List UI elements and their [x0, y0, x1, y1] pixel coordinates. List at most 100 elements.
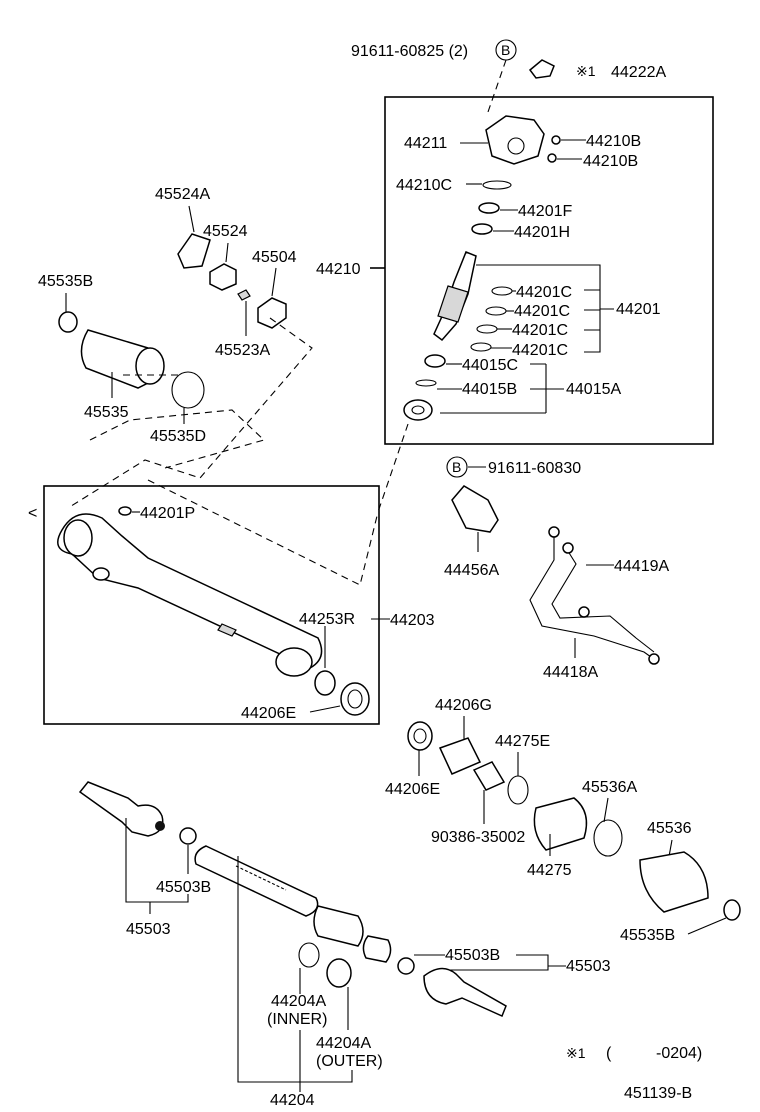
dash-left-assembly-lines [67, 317, 313, 509]
part-tie-rod-end-right [423, 967, 507, 1018]
label-44203: 44203 [390, 612, 435, 629]
leader-45536a [603, 797, 609, 823]
label-91611-60830: 91611-60830 [488, 460, 581, 477]
label-44206e-left: 44206E [241, 705, 296, 722]
label-44456a: 44456A [444, 562, 499, 579]
label-b-marker-right: B [452, 459, 461, 475]
leader-45504 [271, 267, 277, 297]
label-45535b-left: 45535B [38, 273, 93, 290]
label-44419a: 44419A [614, 558, 669, 575]
label-44210: 44210 [316, 261, 361, 278]
part-valve-housing [485, 115, 545, 165]
leader-45524a [188, 205, 195, 233]
part-seal-h [471, 223, 493, 235]
label-45503b-left: 45503B [156, 879, 211, 896]
part-plug-1 [551, 135, 561, 145]
part-tube-fitting-4 [648, 653, 660, 665]
label-44275: 44275 [527, 862, 572, 879]
label-44201p: 44201P [140, 505, 195, 522]
part-seal-c [424, 354, 446, 368]
part-ring-1 [491, 286, 513, 296]
part-rack-bar [194, 845, 319, 917]
part-tie-rod-end-left [78, 781, 164, 837]
label-44206g: 44206G [435, 697, 492, 714]
label-44201c-2: 44201C [514, 303, 570, 320]
label-44204a-outer: 44204A [316, 1035, 371, 1052]
part-seal-f [478, 202, 500, 214]
label-44201c-4: 44201C [512, 342, 568, 359]
label-footer-date-open: ( [606, 1045, 612, 1062]
part-rack-housing-port [92, 567, 110, 581]
part-bushing [340, 682, 370, 716]
part-tube-b [551, 547, 655, 653]
part-rack-teeth [235, 865, 287, 891]
part-rack-housing [57, 513, 323, 669]
part-seal-kit [403, 399, 433, 421]
part-valve-body [437, 285, 469, 323]
part-clamp-left [58, 311, 78, 333]
part-ball-joint [362, 935, 392, 963]
part-bracket [451, 485, 499, 533]
part-tie-rod-end-left-ball [155, 821, 165, 831]
part-clip-left [171, 371, 205, 409]
part-washer-left [179, 827, 197, 845]
label-44015c: 44015C [462, 357, 518, 374]
label-44204a-inner: 44204A [271, 993, 326, 1010]
part-bearing [472, 761, 506, 791]
label-45535b-right: 45535B [620, 927, 675, 944]
part-bushing-e-right [407, 721, 433, 751]
label-44253r: 44253R [299, 611, 355, 628]
label-45535d: 45535D [150, 428, 206, 445]
part-cap [257, 297, 287, 329]
label-45524a: 45524A [155, 186, 210, 203]
label-44201h: 44201H [514, 224, 570, 241]
part-plate [177, 233, 211, 269]
label-45503-right: 45503 [566, 958, 611, 975]
part-rack-housing-left-mouth [63, 519, 93, 557]
part-cap-44222a [528, 59, 555, 79]
part-adjuster [209, 263, 237, 291]
part-tube-fitting-1 [548, 526, 560, 538]
label-44201f: 44201F [518, 203, 572, 220]
part-bushing-g [438, 737, 482, 775]
label-44418a: 44418A [543, 664, 598, 681]
label-44204: 44204 [270, 1092, 315, 1109]
label-44201: 44201 [616, 301, 661, 318]
bracket-45503-left [125, 818, 189, 914]
bracket-44201 [476, 264, 614, 353]
part-inner-tube [313, 905, 364, 947]
leader-45524 [225, 242, 229, 263]
part-seal-r [314, 670, 336, 696]
label-44210b-2: 44210B [583, 153, 638, 170]
leader-45535b-right [687, 917, 727, 935]
part-tube-a [529, 532, 659, 663]
part-washer-right [397, 957, 415, 975]
label-note-mark-top: ※1 [576, 63, 596, 79]
part-ring-2 [485, 306, 507, 316]
bracket-44204 [237, 856, 353, 1092]
part-outer-seal [326, 958, 352, 988]
label-outer-note: (OUTER) [316, 1053, 383, 1070]
label-45535: 45535 [84, 404, 129, 421]
label-footer-date-range: -0204) [656, 1045, 702, 1062]
label-44210c: 44210C [396, 177, 452, 194]
label-44206e-right: 44206E [385, 781, 440, 798]
part-bushing-inner [347, 689, 363, 709]
bracket-44015a [440, 363, 564, 414]
part-seal-kit-inner [411, 405, 425, 415]
b-marker-circle-right [446, 456, 468, 478]
label-top-bolt-ref: 91611-60825 (2) [351, 43, 468, 60]
label-44015b: 44015B [462, 381, 517, 398]
part-rack-housing-window [217, 623, 237, 637]
label-44211: 44211 [404, 135, 447, 152]
label-diagram-id: 451139-B [624, 1085, 692, 1102]
bracket-45503-right [440, 954, 566, 971]
label-44201c-1: 44201C [516, 284, 572, 301]
part-seal-e [507, 775, 529, 805]
label-inner-note: (INNER) [267, 1011, 327, 1028]
part-valve-housing-bore [507, 137, 525, 155]
part-seal-b [415, 379, 437, 387]
part-ring-3 [476, 324, 498, 334]
label-b-marker-top: B [501, 42, 510, 58]
